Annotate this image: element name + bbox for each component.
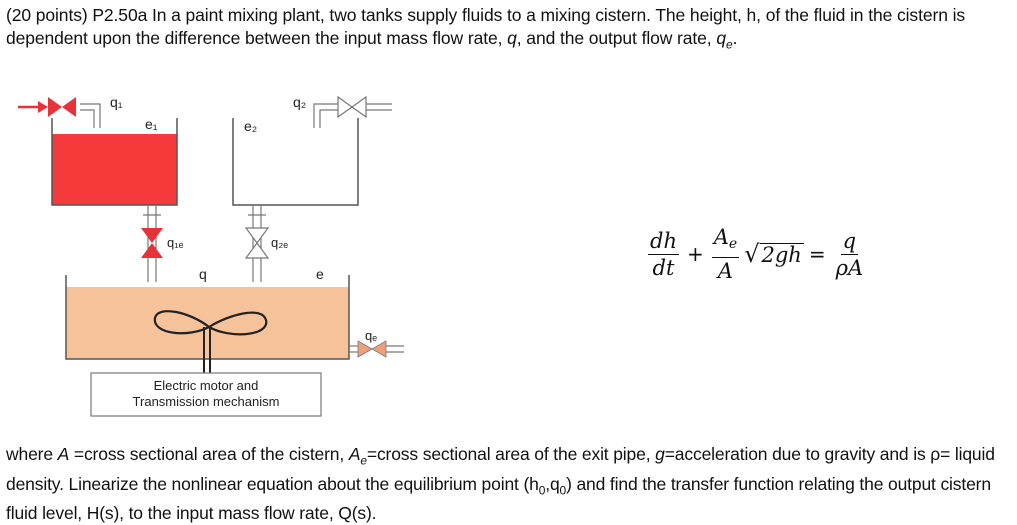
intro-text-1: (20 points) P2.50a In a paint mixing pla… — [6, 5, 966, 48]
cistern-walls — [65, 275, 350, 360]
valve-q1e — [141, 228, 163, 243]
valve-q2e — [244, 227, 270, 245]
label-e: e — [316, 266, 324, 282]
fraction-q-rhoa: q ρA — [835, 228, 864, 280]
tank1-walls — [51, 118, 178, 206]
label-q: q — [199, 266, 207, 282]
valve-q1 — [48, 97, 62, 117]
governing-equation: dh dt + Ae A √2gh = q ρA — [648, 225, 864, 283]
fraction-ae-a: Ae A — [711, 225, 740, 283]
intro-text-2: , and the output flow rate, — [516, 28, 717, 48]
valve-qe — [357, 340, 373, 358]
label-q2e: q₂ₑ — [271, 235, 288, 250]
tank2-walls — [232, 118, 359, 206]
intro-text-3: . — [732, 28, 738, 48]
fraction-dh-dt: dh dt — [648, 228, 679, 280]
cistern-fluid — [66, 287, 349, 359]
intro-qe: qe — [716, 28, 733, 52]
inlet1-pipe-outer — [80, 103, 101, 128]
inlet2-pipe-inner — [319, 109, 338, 128]
inlet1-pipe-inner — [80, 109, 95, 128]
label-qe: qₑ — [365, 328, 377, 343]
motor-box — [90, 372, 322, 417]
label-q1e: q₁ₑ — [167, 235, 184, 250]
mixing-plant-diagram: q₁ e₁ q₂ e₂ q₁ₑ q₂ₑ q e qₑ Electric moto… — [18, 94, 404, 417]
label-q1: q₁ — [110, 94, 123, 110]
tank1-fluid — [52, 134, 177, 205]
label-e2: e₂ — [244, 118, 257, 134]
valve-q2 — [337, 95, 354, 119]
problem-intro: (20 points) P2.50a In a paint mixing pla… — [6, 4, 1006, 57]
inlet2-pipe-outer — [313, 103, 338, 128]
label-e1: e₁ — [145, 116, 158, 132]
square-root: √2gh — [744, 240, 804, 268]
intro-q: q — [507, 28, 517, 48]
label-q2: q₂ — [293, 94, 306, 110]
inlet1-arrow — [38, 101, 48, 113]
motor-label-line2: Transmission mechanism — [133, 394, 280, 409]
motor-label-line1: Electric motor and — [154, 378, 259, 393]
problem-outro: where A =cross sectional area of the cis… — [6, 444, 995, 523]
